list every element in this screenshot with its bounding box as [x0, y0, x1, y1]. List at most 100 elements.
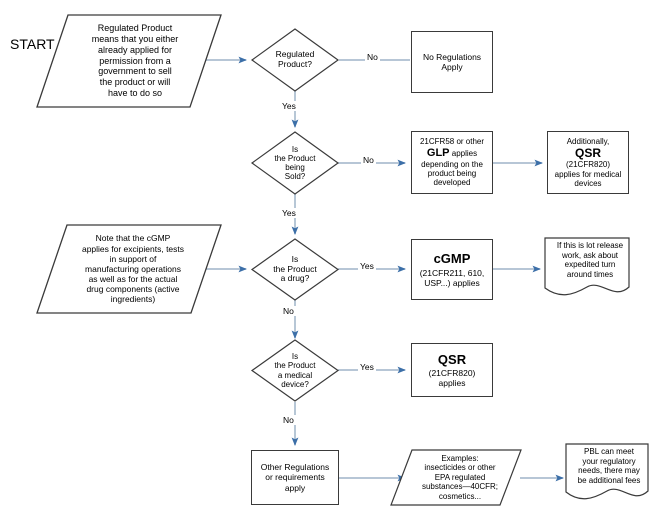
doc-line: around times [566, 269, 614, 279]
cgmp-emphasis: cGMP [433, 251, 471, 267]
note-line: Note that the cGMP [95, 233, 171, 244]
qsr-line2: (21CFR820) [428, 368, 476, 379]
decision-line: Sold? [284, 172, 306, 182]
doc-line: expedited turn [564, 260, 616, 270]
box-line: apply [284, 482, 306, 493]
cgmp-line2: (21CFR211, 610, [419, 267, 485, 278]
note-line: permission from a [99, 55, 171, 66]
note-line: as well as for the actual [88, 274, 178, 285]
examples-line: insecticides or other [424, 463, 496, 473]
note-line: ingredients) [110, 294, 156, 305]
doc-lot-release-shape[interactable]: If this is lot release work, ask about e… [544, 237, 630, 297]
qsr-additional-box[interactable]: Additionally, QSR (21CFR820) applies for… [547, 131, 629, 194]
decision-line: Regulated [275, 49, 315, 60]
edge-label-d3-no: No [281, 306, 296, 316]
note-regulated-product-shape: Regulated Product means that you either … [36, 14, 222, 108]
edge-label-d1-no: No [365, 52, 380, 62]
edge-label-d2-no: No [361, 155, 376, 165]
edge-label-d4-yes: Yes [358, 362, 376, 372]
cgmp-box[interactable]: cGMP (21CFR211, 610, USP...) applies [411, 239, 493, 300]
note-line: already applied for [97, 44, 173, 55]
decision-regulated-product-text: Regulated Product? [251, 28, 339, 92]
doc-line: PBL can meet [584, 447, 634, 456]
box-line: Other Regulations [260, 462, 330, 473]
examples-line: Examples: [441, 453, 479, 463]
box-line: No Regulations [422, 51, 482, 62]
qsr-box[interactable]: QSR (21CFR820) applies [411, 343, 493, 397]
qsr-add-line2: (21CFR820) [565, 160, 610, 170]
glp-line3: depending on the [421, 159, 483, 169]
note-cgmp-shape: Note that the cGMP applies for excipient… [36, 224, 222, 314]
doc-pbl-shape[interactable]: PBL can meet your regulatory needs, ther… [565, 443, 649, 503]
cgmp-line3: USP...) applies [424, 277, 480, 288]
examples-line: EPA regulated [434, 472, 486, 482]
decision-product-is-medical-device-text: Is the Product a medical device? [251, 339, 339, 402]
decision-product-is-drug-text: Is the Product a drug? [251, 238, 339, 301]
qsr-additional-text: Additionally, QSR (21CFR820) applies for… [552, 137, 625, 189]
decision-line: the Product [273, 263, 317, 274]
edge-label-d2-yes: Yes [280, 208, 298, 218]
decision-line: the Product [274, 361, 316, 371]
examples-shape[interactable]: Examples: insecticides or other EPA regu… [390, 449, 522, 506]
note-line: applies for excipients, tests [81, 243, 185, 254]
note-line: government to sell [98, 66, 172, 77]
other-regulations-box[interactable]: Other Regulations or requirements apply [251, 450, 339, 505]
qsr-add-line1: Additionally, [566, 136, 610, 146]
other-regulations-text: Other Regulations or requirements apply [258, 462, 333, 492]
examples-text: Examples: insecticides or other EPA regu… [390, 449, 526, 506]
doc-line: be additional fees [577, 475, 641, 485]
glp-line1: 21CFR58 or other [419, 137, 485, 147]
edge-label-d3-yes: Yes [358, 261, 376, 271]
note-line: have to do so [107, 87, 163, 98]
note-line: drug components (active [86, 284, 180, 295]
note-line: Regulated Product [97, 23, 173, 34]
glp-emphasis: GLP [426, 146, 450, 159]
glp-line4: product being [427, 168, 477, 178]
doc-line: your regulatory [582, 456, 636, 466]
decision-product-is-drug[interactable]: Is the Product a drug? [250, 238, 340, 301]
glp-line2: GLP applies [420, 147, 484, 160]
glp-line5: developed [433, 178, 471, 188]
examples-line: substances—40CFR; [421, 482, 499, 492]
qsr-add-line3: applies for medical [554, 169, 622, 179]
glp-box-text: 21CFR58 or other GLP applies depending o… [417, 137, 487, 188]
decision-line: Product? [277, 59, 312, 69]
no-regulations-apply-text: No Regulations Apply [420, 52, 484, 72]
doc-lot-release-text: If this is lot release work, ask about e… [544, 241, 636, 279]
doc-pbl-text: PBL can meet your regulatory needs, ther… [565, 447, 650, 485]
box-line: or requirements [265, 472, 325, 483]
decision-product-is-medical-device[interactable]: Is the Product a medical device? [250, 339, 340, 402]
note-cgmp-text: Note that the cGMP applies for excipient… [36, 224, 226, 314]
note-line: means that you either [91, 34, 179, 44]
decision-product-being-sold-text: Is the Product being Sold? [251, 131, 339, 195]
edge-label-d4-no: No [281, 415, 296, 425]
decision-line: device? [281, 379, 309, 389]
qsr-add-line4: devices [574, 179, 602, 189]
note-line: the product or will [99, 77, 171, 88]
qsr-box-text: QSR (21CFR820) applies [426, 352, 479, 388]
cgmp-box-text: cGMP (21CFR211, 610, USP...) applies [417, 251, 488, 287]
edge-label-d1-yes: Yes [280, 101, 298, 111]
note-line: in support of [109, 253, 157, 264]
box-line: Apply [441, 62, 463, 72]
decision-line: a drug? [280, 273, 310, 284]
qsr-line3: applies [438, 378, 466, 389]
decision-regulated-product[interactable]: Regulated Product? [250, 28, 340, 92]
decision-product-being-sold[interactable]: Is the Product being Sold? [250, 131, 340, 195]
decision-line: Is [291, 253, 299, 264]
start-label: START [10, 36, 55, 52]
decision-line: Is [291, 144, 299, 154]
decision-line: a medical [277, 370, 313, 380]
decision-line: being [285, 163, 305, 172]
examples-line: cosmetics... [438, 491, 482, 501]
doc-line: work, ask about [561, 250, 619, 260]
glp-box[interactable]: 21CFR58 or other GLP applies depending o… [411, 131, 493, 194]
note-regulated-product-text: Regulated Product means that you either … [36, 14, 228, 108]
decision-line: Is [291, 352, 299, 362]
qsr-add-emphasis: QSR [574, 145, 601, 160]
doc-line: If this is lot release [556, 241, 624, 250]
no-regulations-apply-box[interactable]: No Regulations Apply [411, 31, 493, 93]
qsr-emphasis: QSR [437, 351, 467, 367]
doc-line: needs, there may [578, 466, 640, 476]
